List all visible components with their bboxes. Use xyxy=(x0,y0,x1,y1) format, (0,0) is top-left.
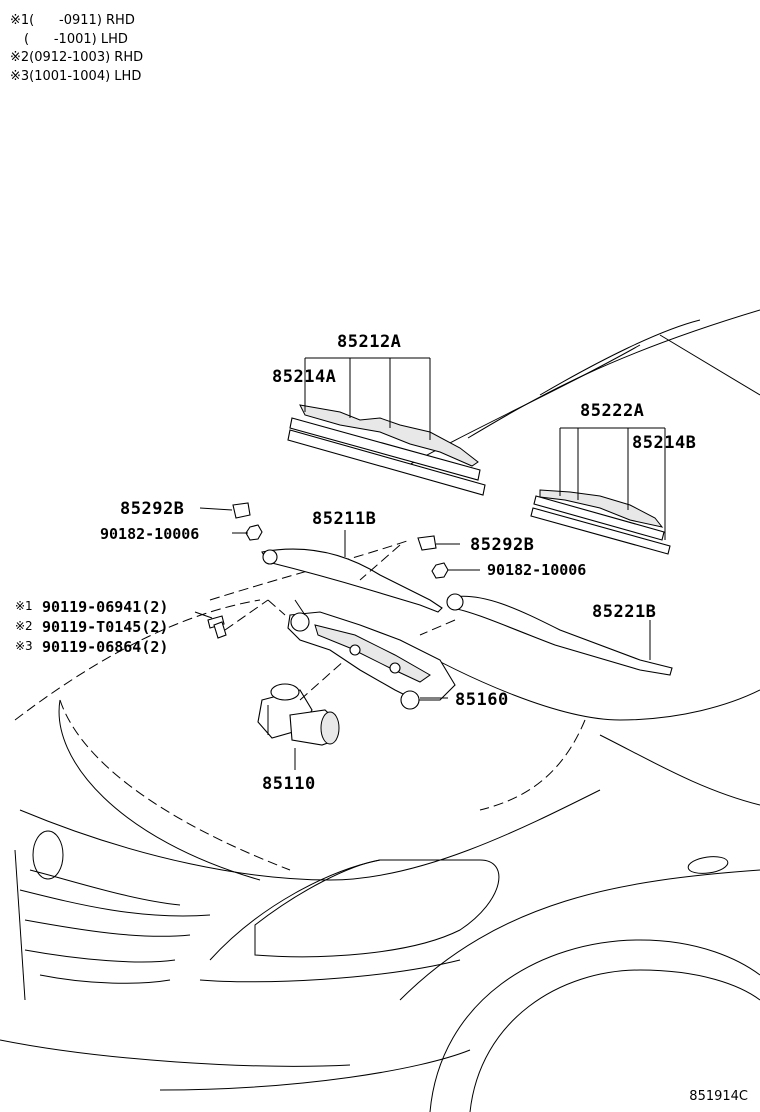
callout-85292b-right: 85292B xyxy=(470,535,534,555)
callout-85214a: 85214A xyxy=(272,367,336,387)
car-body-outline xyxy=(0,309,760,1112)
pivot-cap-left xyxy=(199,502,251,519)
callout-85110: 85110 xyxy=(262,774,316,794)
guide-line-3 xyxy=(299,659,346,701)
wiper-blade-left xyxy=(287,404,486,496)
bolt-mark-2: ※2 xyxy=(15,619,33,633)
bolt-mark-1: ※1 xyxy=(15,599,33,613)
diagram-reference-number: 851914C xyxy=(689,1089,748,1104)
legend-line-2: ( -1001) LHD xyxy=(24,32,128,47)
callout-85221b: 85221B xyxy=(592,602,656,622)
bolt-mark-3: ※3 xyxy=(15,639,33,653)
callout-85212a: 85212A xyxy=(337,332,401,352)
bolt-part-2: 90119-T0145(2) xyxy=(42,618,168,636)
wiper-linkage xyxy=(287,599,456,710)
guide-line-2 xyxy=(419,619,456,636)
guide-line-5 xyxy=(267,599,286,616)
pivot-cap-right xyxy=(417,535,460,551)
wiper-blade-right xyxy=(530,489,671,555)
callout-85214b: 85214B xyxy=(632,433,696,453)
wiper-arm-right xyxy=(446,593,673,676)
pivot-nut-left xyxy=(232,524,263,541)
guide-line-1 xyxy=(359,544,401,581)
callout-85160: 85160 xyxy=(455,690,509,710)
pivot-nut-right xyxy=(431,562,480,579)
legend-line-3: ※2(0912-1003) RHD xyxy=(10,50,144,65)
callout-90182-right: 90182-10006 xyxy=(487,561,586,579)
callout-85222a: 85222A xyxy=(580,401,644,421)
wiper-arm-left xyxy=(261,548,443,613)
callout-85292b-left: 85292B xyxy=(120,499,184,519)
bolt-part-3: 90119-06864(2) xyxy=(42,638,168,656)
wiper-motor xyxy=(257,683,340,746)
callout-85211b: 85211B xyxy=(312,509,376,529)
callout-90182-left: 90182-10006 xyxy=(100,525,199,543)
callout-leaders-left-blade xyxy=(304,357,431,440)
legend-line-4: ※3(1001-1004) LHD xyxy=(10,69,142,84)
bolt-part-1: 90119-06941(2) xyxy=(42,598,168,616)
legend-line-1: ※1( -0911) RHD xyxy=(10,13,135,28)
mounting-bolt xyxy=(194,611,227,639)
callout-leaders-right-blade xyxy=(559,427,666,540)
guide-line-4 xyxy=(224,599,269,631)
